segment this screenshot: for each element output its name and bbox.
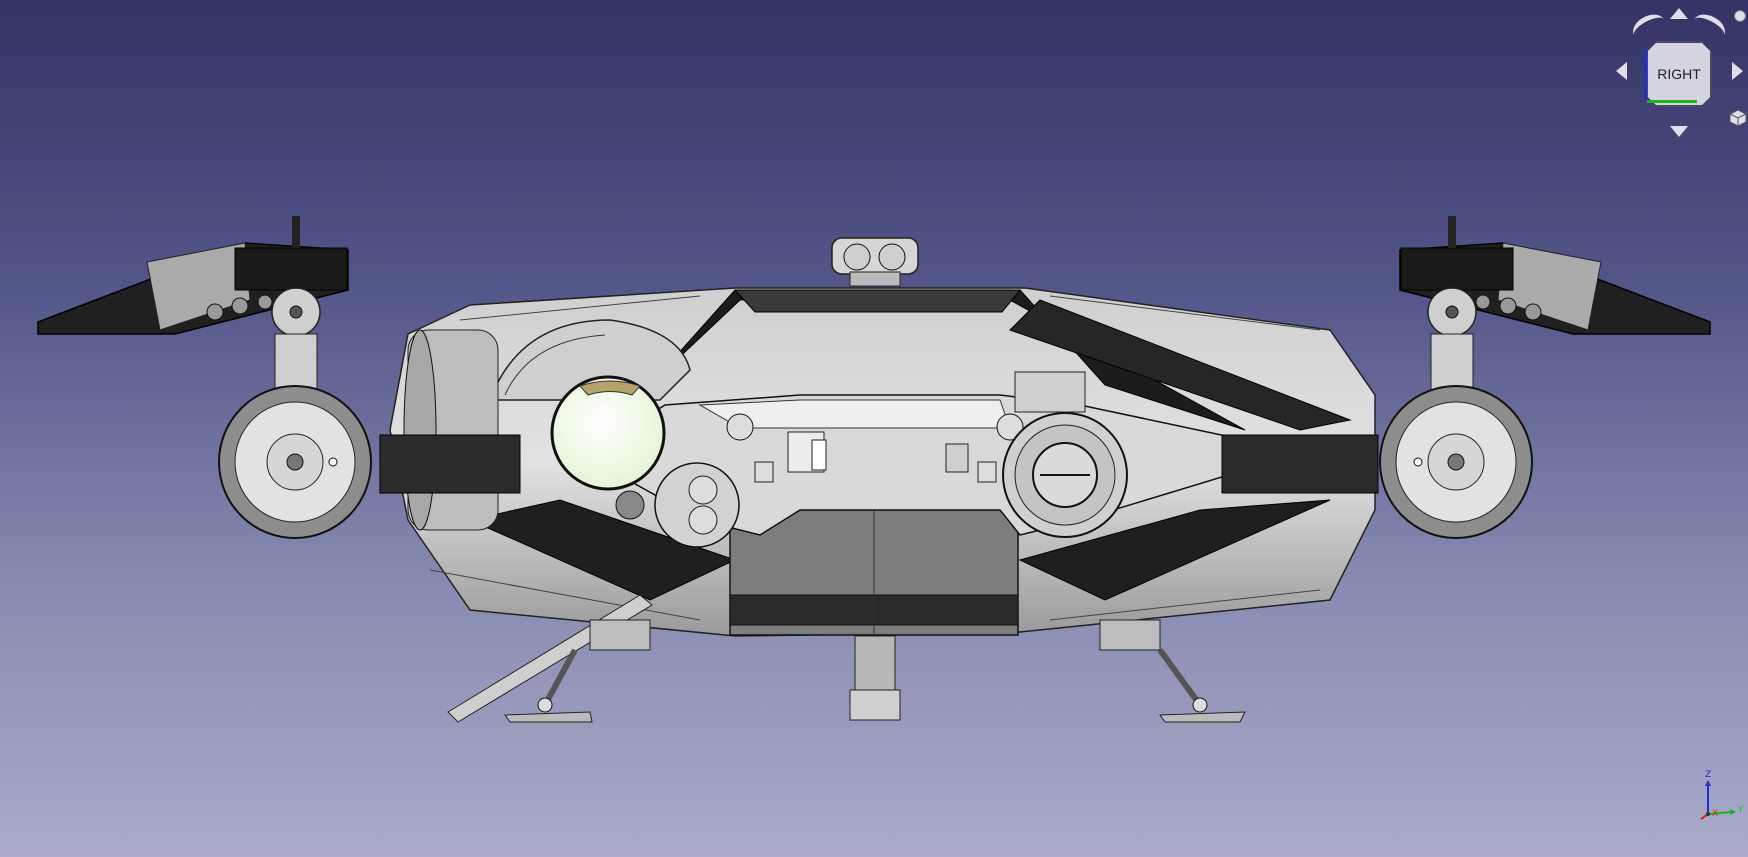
right-wing-assembly [1399,216,1711,391]
axis-z-label: Z [1705,770,1712,780]
rotate-ccw-icon[interactable] [1628,9,1670,46]
cube-z-edge [1644,50,1647,100]
right-engine-grille [1221,434,1379,494]
landing-gear [447,594,1246,723]
axis-triad: Z X Y [1692,770,1748,826]
cube-x-edge [1647,100,1697,103]
axis-triad-icon [1700,780,1736,820]
right-side-wheel [1379,385,1533,539]
cube-menu-icon[interactable] [1728,108,1748,128]
left-wing-assembly [37,216,349,391]
main-hull [379,237,1379,637]
arrow-right-icon[interactable] [1732,62,1743,80]
view-menu-dot-icon[interactable] [1734,10,1746,22]
left-engine-grille [379,434,521,494]
left-side-wheel [218,385,372,539]
arrow-up-icon[interactable] [1670,8,1688,19]
cube-face-right[interactable]: RIGHT [1646,41,1712,107]
axis-y-label: Y [1738,805,1744,815]
arrow-down-icon[interactable] [1670,126,1688,137]
rotate-cw-icon[interactable] [1688,9,1730,46]
arrow-left-icon[interactable] [1616,62,1627,80]
axis-x-label: X [1712,809,1719,819]
cockpit-window [550,375,666,491]
navigation-cube[interactable]: RIGHT [1610,4,1748,142]
cube-face-label: RIGHT [1657,66,1701,82]
